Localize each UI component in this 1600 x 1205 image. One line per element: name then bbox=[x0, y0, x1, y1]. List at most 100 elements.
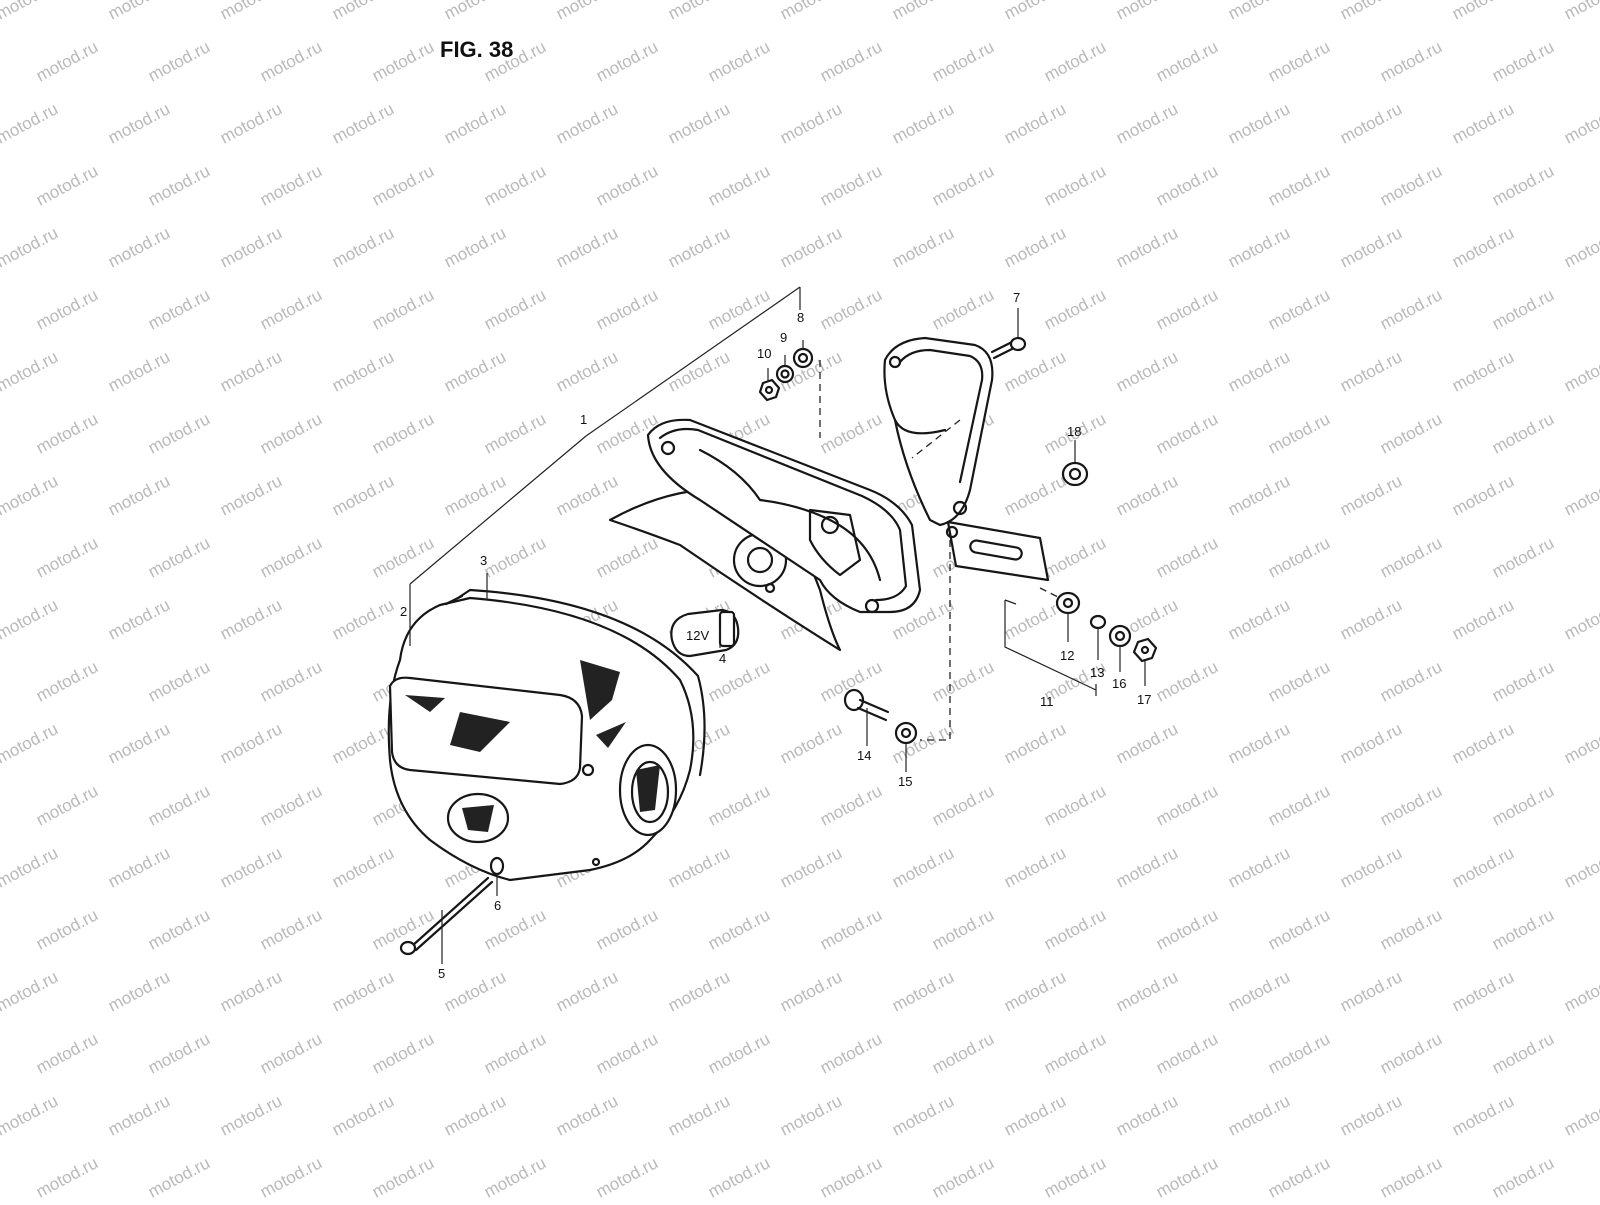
watermark-text: motod.ru bbox=[929, 37, 997, 85]
watermark-text: motod.ru bbox=[217, 223, 285, 271]
hardware-bolt-14 bbox=[843, 688, 890, 722]
watermark-text: motod.ru bbox=[0, 99, 61, 147]
watermark-text: motod.ru bbox=[145, 161, 213, 209]
watermark-text: motod.ru bbox=[329, 347, 397, 395]
watermark-text: motod.ru bbox=[1041, 905, 1109, 953]
watermark-text: motod.ru bbox=[145, 285, 213, 333]
watermark-text: motod.ru bbox=[929, 285, 997, 333]
watermark-text: motod.ru bbox=[369, 533, 437, 581]
watermark-text: motod.ru bbox=[1265, 285, 1333, 333]
watermark-text: motod.ru bbox=[1225, 719, 1293, 767]
watermark-text: motod.ru bbox=[817, 409, 885, 457]
watermark-text: motod.ru bbox=[1153, 161, 1221, 209]
watermark-text: motod.ru bbox=[1113, 719, 1181, 767]
callout-8: 8 bbox=[797, 310, 804, 325]
watermark-text: motod.ru bbox=[257, 905, 325, 953]
tail-lamp-base bbox=[646, 418, 922, 614]
watermark-text: motod.ru bbox=[1041, 161, 1109, 209]
watermark-text: motod.ru bbox=[1449, 347, 1517, 395]
watermark-text: motod.ru bbox=[1113, 1091, 1181, 1139]
watermark-text: motod.ru bbox=[705, 657, 773, 705]
bulb: 12V bbox=[670, 608, 740, 658]
watermark-text: motod.ru bbox=[33, 533, 101, 581]
callout-labels: 1 2 3 4 5 6 7 8 9 10 11 12 13 14 15 16 1… bbox=[400, 290, 1151, 981]
watermark-text: motod.ru bbox=[1113, 0, 1181, 24]
watermark-text: motod.ru bbox=[1377, 37, 1445, 85]
watermark-text: motod.ru bbox=[1153, 285, 1221, 333]
watermark-text: motod.ru bbox=[329, 843, 397, 891]
watermark-text: motod.ru bbox=[1041, 1029, 1109, 1077]
watermark-text: motod.ru bbox=[1561, 967, 1600, 1015]
watermark-text: motod.ru bbox=[1153, 409, 1221, 457]
watermark-text: motod.ru bbox=[33, 409, 101, 457]
watermark-text: motod.ru bbox=[33, 781, 101, 829]
watermark-text: motod.ru bbox=[217, 471, 285, 519]
watermark-text: motod.ru bbox=[105, 471, 173, 519]
watermark-text: motod.ru bbox=[665, 843, 733, 891]
watermark-text: motod.ru bbox=[217, 0, 285, 24]
watermark-text: motod.ru bbox=[1265, 1029, 1333, 1077]
watermark-text: motod.ru bbox=[1265, 905, 1333, 953]
watermark-text: motod.ru bbox=[0, 719, 61, 767]
watermark-text: motod.ru bbox=[217, 1091, 285, 1139]
watermark-text: motod.ru bbox=[329, 223, 397, 271]
watermark-text: motod.ru bbox=[329, 0, 397, 24]
watermark-text: motod.ru bbox=[441, 967, 509, 1015]
watermark-text: motod.ru bbox=[257, 781, 325, 829]
callout-17: 17 bbox=[1137, 692, 1151, 707]
watermark-text: motod.ru bbox=[145, 657, 213, 705]
watermark-text: motod.ru bbox=[217, 99, 285, 147]
watermark-text: motod.ru bbox=[1337, 0, 1405, 24]
watermark-text: motod.ru bbox=[817, 285, 885, 333]
watermark-text: motod.ru bbox=[257, 409, 325, 457]
watermark-text: motod.ru bbox=[145, 1029, 213, 1077]
watermark-text: motod.ru bbox=[33, 1029, 101, 1077]
watermark-text: motod.ru bbox=[1337, 595, 1405, 643]
watermark-text: motod.ru bbox=[705, 1029, 773, 1077]
watermark-text: motod.ru bbox=[1489, 161, 1557, 209]
watermark-text: motod.ru bbox=[105, 347, 173, 395]
watermark-text: motod.ru bbox=[105, 843, 173, 891]
watermark-text: motod.ru bbox=[329, 1091, 397, 1139]
watermark-text: motod.ru bbox=[593, 161, 661, 209]
watermark-text: motod.ru bbox=[0, 471, 61, 519]
watermark-text: motod.ru bbox=[0, 1091, 61, 1139]
watermark-text: motod.ru bbox=[1153, 781, 1221, 829]
watermark-text: motod.ru bbox=[0, 843, 61, 891]
watermark-text: motod.ru bbox=[1337, 843, 1405, 891]
callout-3: 3 bbox=[480, 553, 487, 568]
watermark-text: motod.ru bbox=[889, 223, 957, 271]
watermark-text: motod.ru bbox=[257, 285, 325, 333]
watermark-text: motod.ru bbox=[1377, 161, 1445, 209]
watermark-text: motod.ru bbox=[1337, 471, 1405, 519]
watermark-text: motod.ru bbox=[1265, 781, 1333, 829]
watermark-text: motod.ru bbox=[1449, 471, 1517, 519]
watermark-text: motod.ru bbox=[1377, 905, 1445, 953]
watermark-text: motod.ru bbox=[1041, 285, 1109, 333]
watermark-text: motod.ru bbox=[1113, 843, 1181, 891]
watermark-text: motod.ru bbox=[1449, 843, 1517, 891]
watermark-text: motod.ru bbox=[257, 37, 325, 85]
watermark-text: motod.ru bbox=[1001, 0, 1069, 24]
watermark-text: motod.ru bbox=[1561, 471, 1600, 519]
hardware-washer-8 bbox=[792, 347, 814, 369]
watermark-text: motod.ru bbox=[705, 1153, 773, 1200]
watermark-text: motod.ru bbox=[1225, 99, 1293, 147]
watermark-text: motod.ru bbox=[1225, 1091, 1293, 1139]
watermark-text: motod.ru bbox=[1225, 223, 1293, 271]
watermark-text: motod.ru bbox=[1225, 843, 1293, 891]
watermark-text: motod.ru bbox=[1377, 1029, 1445, 1077]
watermark-text: motod.ru bbox=[481, 1029, 549, 1077]
watermark-text: motod.ru bbox=[1489, 1153, 1557, 1200]
watermark-text: motod.ru bbox=[369, 409, 437, 457]
watermark-text: motod.ru bbox=[593, 533, 661, 581]
watermark-text: motod.ru bbox=[369, 285, 437, 333]
watermark-text: motod.ru bbox=[1001, 1091, 1069, 1139]
watermark-text: motod.ru bbox=[593, 285, 661, 333]
watermark-text: motod.ru bbox=[105, 1091, 173, 1139]
hardware-collar-13 bbox=[1089, 614, 1107, 630]
watermark-text: motod.ru bbox=[1225, 967, 1293, 1015]
watermark-text: motod.ru bbox=[217, 347, 285, 395]
